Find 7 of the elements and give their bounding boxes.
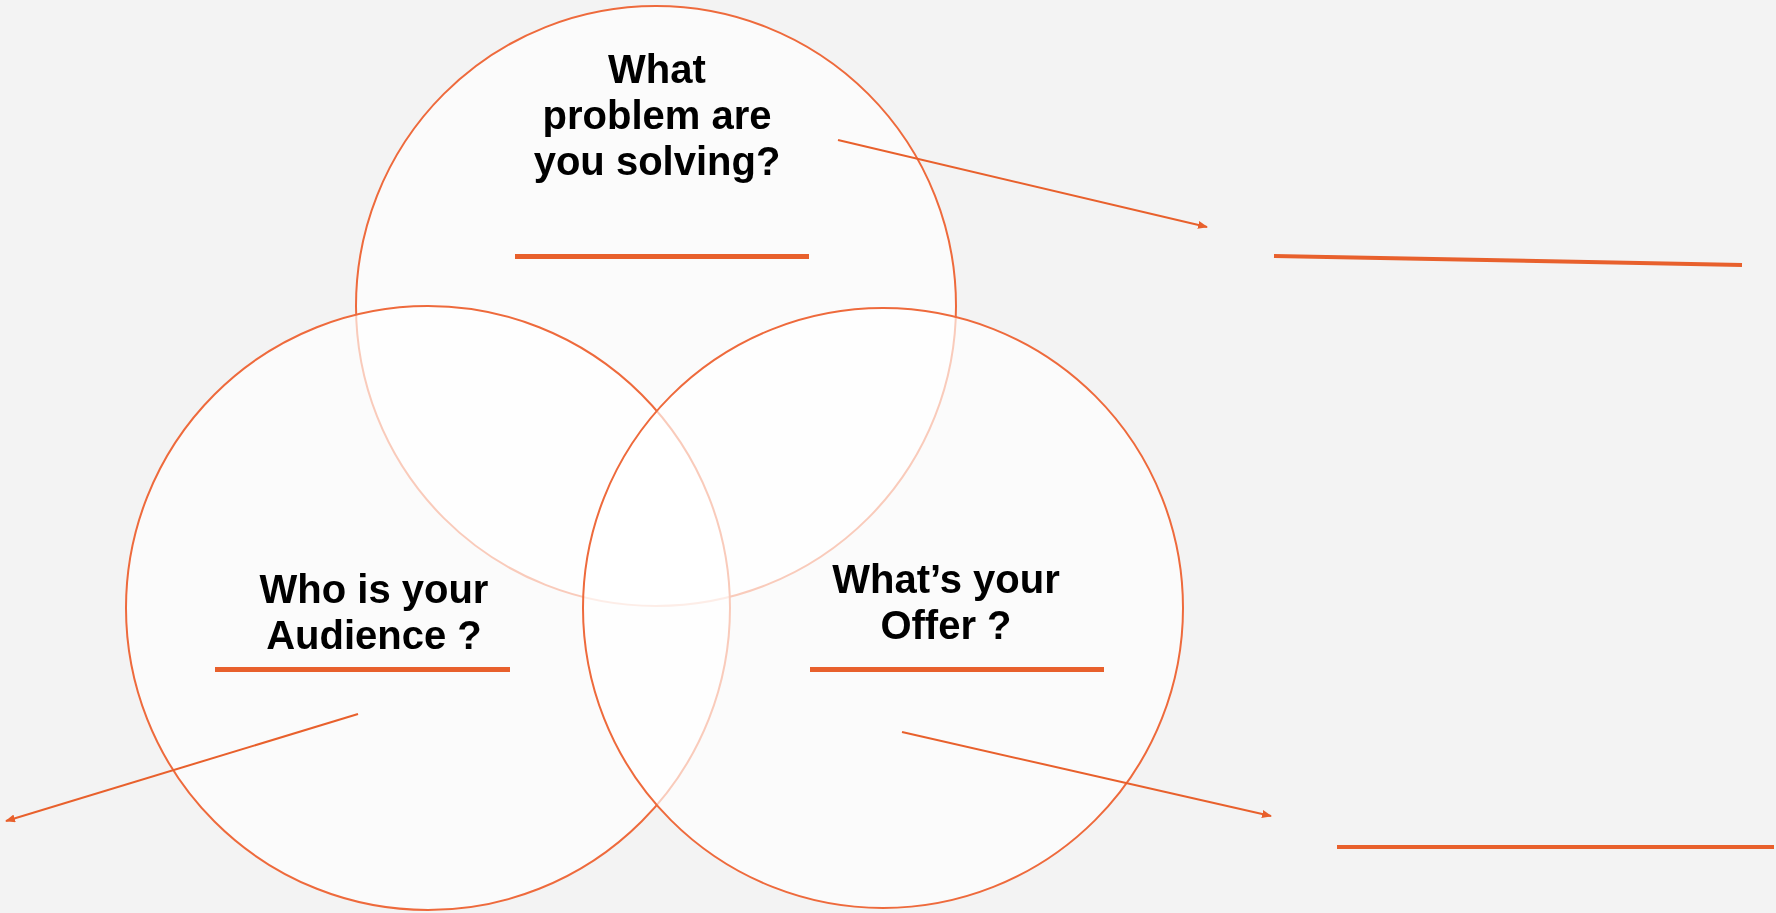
question-text: What problem are you solving? — [532, 46, 782, 184]
venn-circle — [582, 307, 1184, 909]
arrow — [5, 713, 359, 823]
arrow — [837, 139, 1208, 229]
arrow — [901, 731, 1272, 818]
question-text: What’s your Offer ? — [831, 556, 1061, 648]
question-text: Who is your Audience ? — [258, 566, 490, 658]
